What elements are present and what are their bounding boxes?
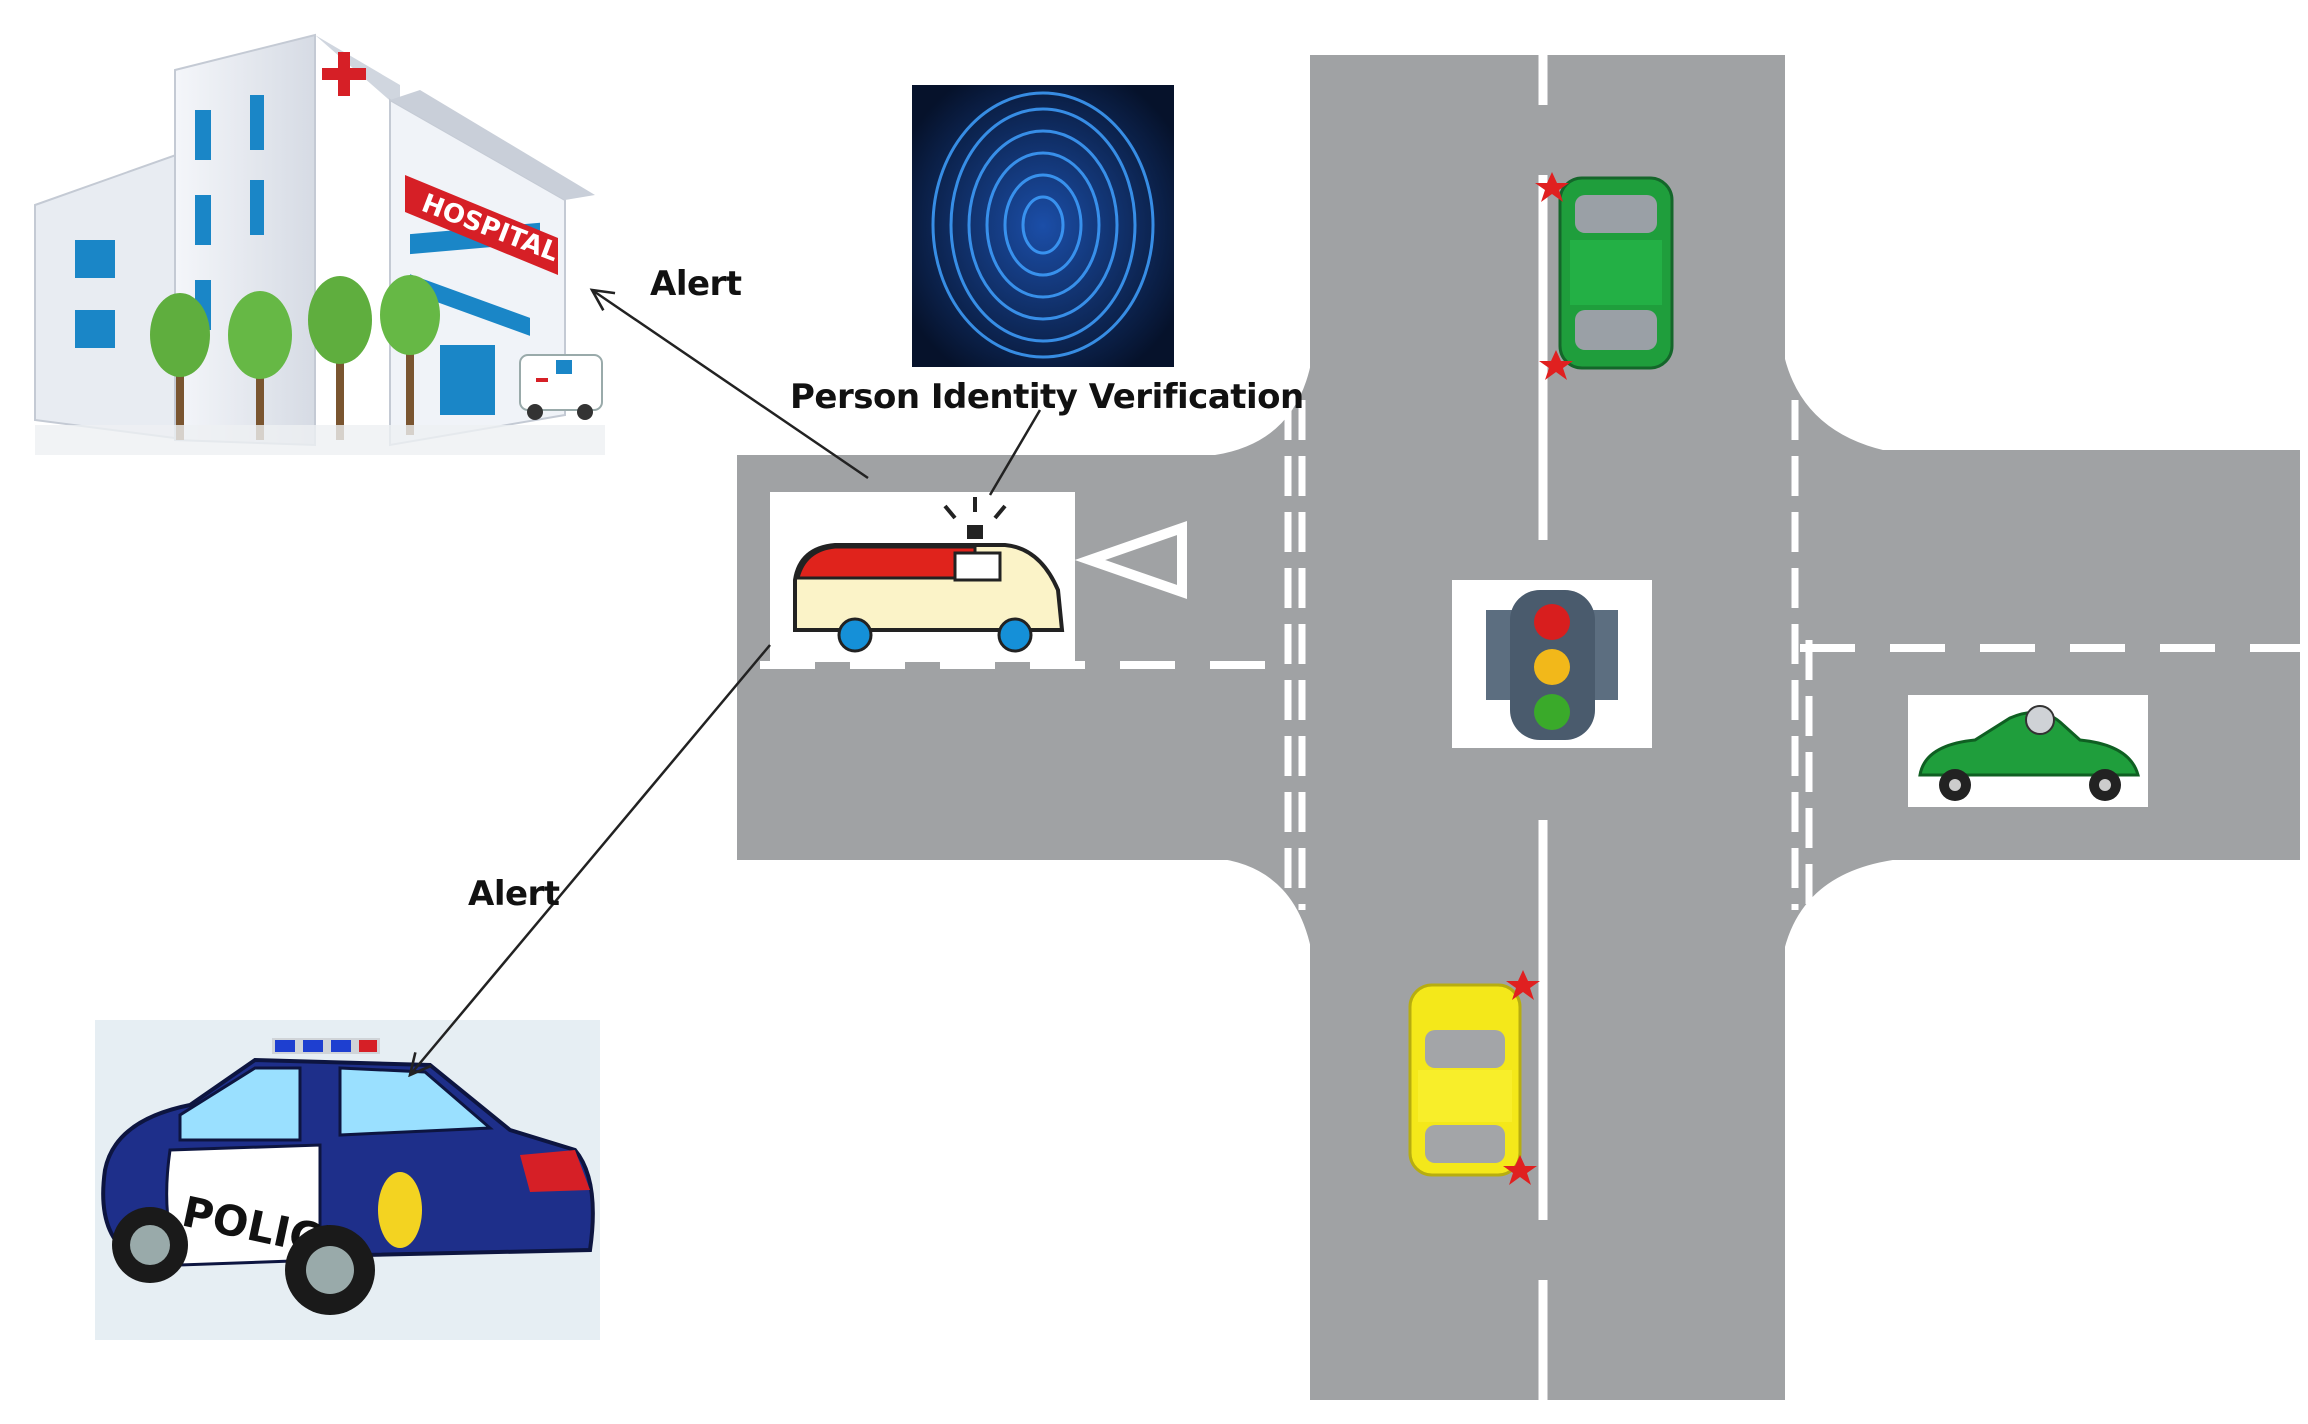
hospital-alert-label: Alert	[650, 264, 742, 304]
alert-arrows	[410, 290, 1042, 1075]
traffic-light-icon	[1452, 580, 1652, 748]
police-alert-label: Alert	[468, 874, 560, 914]
red-star-marker	[1535, 172, 1569, 202]
green-car-icon	[1535, 172, 1674, 380]
yellow-car-icon	[1408, 970, 1540, 1185]
police-alert-arrow	[410, 644, 771, 1075]
police-car-icon: POLICE	[95, 1020, 600, 1340]
ambulance-icon	[770, 492, 1075, 662]
stop-lines	[1284, 400, 1813, 910]
red-star-marker	[1539, 350, 1573, 380]
road-corner-tr	[1780, 330, 1910, 455]
identity-connector	[988, 409, 1042, 496]
red-star-marker	[1503, 1155, 1537, 1185]
hospital-ambulance	[519, 354, 603, 420]
yield-triangle-marking	[1074, 520, 1187, 600]
tree-row	[150, 275, 440, 440]
red-star-marker	[1506, 970, 1540, 1000]
hospital-icon: HOSPITAL	[34, 33, 605, 455]
fingerprint-icon	[912, 85, 1174, 367]
race-car-icon	[1908, 695, 2148, 807]
hospital-alert-arrow	[592, 290, 869, 480]
road-corner-br	[1780, 858, 1910, 975]
police-light-bar	[272, 1038, 380, 1054]
identity-verification-label: Person Identity Verification	[790, 377, 1304, 417]
